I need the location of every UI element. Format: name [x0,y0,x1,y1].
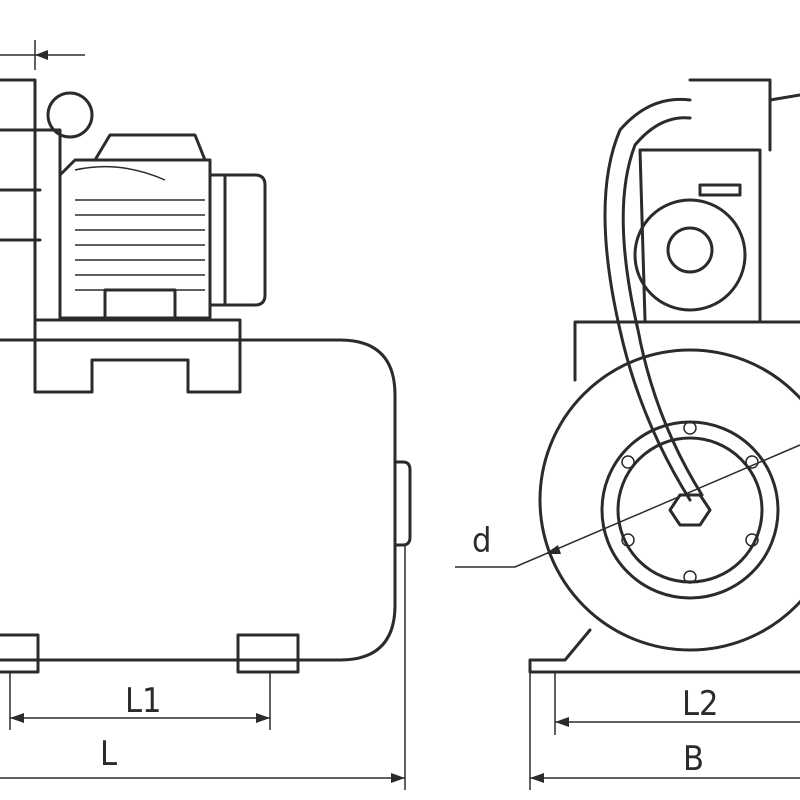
side-view: L1 L [0,40,412,790]
dimension-label-l: L [100,734,117,774]
dimension-b [529,672,800,790]
tank-end-cap [393,460,412,547]
base-plate [528,628,800,674]
hose [603,97,692,502]
dimension-l2 [554,672,800,735]
dimension-label-d: d [472,521,491,561]
tank-circle [538,348,800,652]
dimension-label-l2: L2 [682,684,719,724]
pump-front [633,78,800,322]
dimension-label-b: B [683,739,704,779]
tank-body [0,338,397,662]
tank-bracket [573,320,800,382]
pump-head [0,78,94,322]
foot-right [236,633,300,674]
center-nut [668,493,712,527]
motor [58,133,267,320]
dimension-label-l1: L1 [125,681,162,721]
mount-bracket [33,318,242,394]
foot-left [0,633,40,674]
dimension-d-leader [455,444,800,568]
dimension-l1 [9,672,271,730]
dimension-l [0,545,406,790]
front-view: d L2 B [455,78,800,790]
dimension-top [0,40,85,70]
bolt-holes [621,421,759,584]
